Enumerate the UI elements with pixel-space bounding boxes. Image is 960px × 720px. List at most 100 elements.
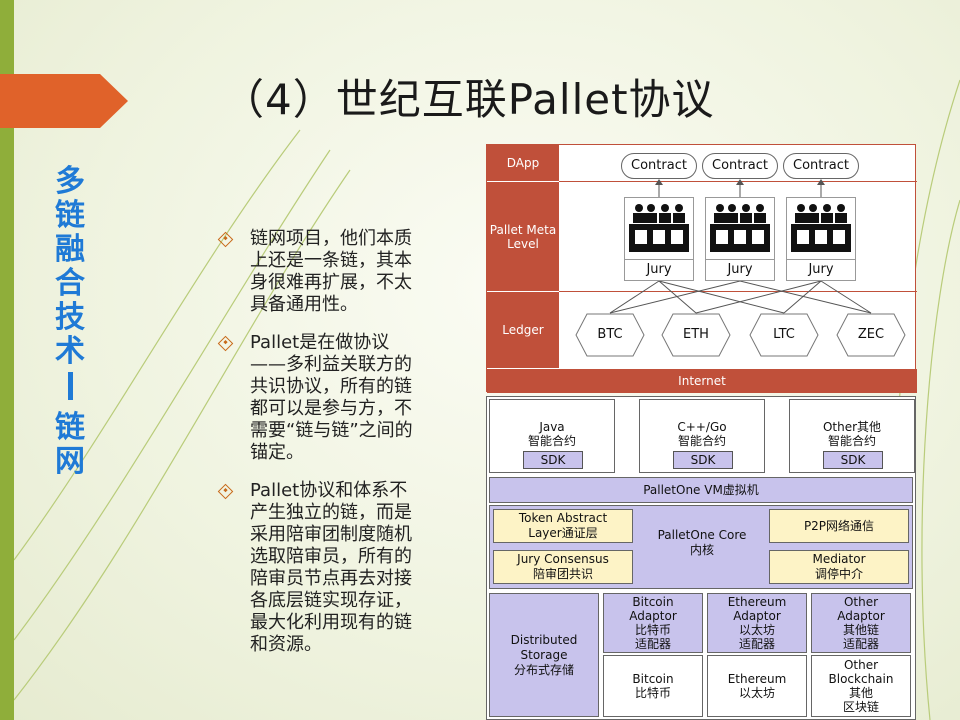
chain-box: Bitcoin 比特币 xyxy=(603,655,703,717)
ledger-label: BTC xyxy=(597,327,623,342)
diamond-bullet-icon xyxy=(217,483,234,500)
chain-box: Other Blockchain 其他 区块链 xyxy=(811,655,911,717)
language-sub: 智能合约 xyxy=(677,434,726,448)
adaptor-name: Other xyxy=(843,595,879,609)
diamond-bullet-icon xyxy=(217,335,234,352)
adaptor-box: Bitcoin Adaptor 比特币 适配器 xyxy=(603,593,703,653)
ledger-label: ZEC xyxy=(857,327,885,342)
adaptor-column-bitcoin: Bitcoin Adaptor 比特币 适配器 Bitcoin 比特币 xyxy=(603,593,703,717)
diamond-bullet-icon xyxy=(217,231,234,248)
ledger-node-ltc: LTC xyxy=(749,313,819,357)
module-p2p: P2P网络通信 xyxy=(769,509,909,543)
adaptor-sub-2: 适配器 xyxy=(738,637,775,651)
jury-panel-icon xyxy=(629,204,689,252)
chain-name: Other xyxy=(843,658,879,672)
side-label-part2: 链网 xyxy=(55,410,85,479)
core-sub: 内核 xyxy=(689,543,714,557)
chain-box: Ethereum 以太坊 xyxy=(707,655,807,717)
module-mediator: Mediator 调停中介 xyxy=(769,550,909,584)
contract-node: Contract xyxy=(621,153,697,179)
architecture-diagram: DApp Pallet Meta Level Ledger xyxy=(486,144,917,720)
sdk-box: SDK xyxy=(823,451,883,469)
module-name: Token Abstract xyxy=(518,511,608,525)
jury-node: Jury xyxy=(624,197,694,281)
bullet-item: Pallet协议和体系不产生独立的链，而是采用陪审团制度随机选取陪审员，所有的陪… xyxy=(212,480,417,656)
adaptor-name: Ethereum xyxy=(727,595,787,609)
adaptor-box: Other Adaptor 其他链 适配器 xyxy=(811,593,911,653)
chain-name: Bitcoin xyxy=(632,672,674,686)
row-label-ledger: Ledger xyxy=(487,292,559,368)
language-name: Java xyxy=(539,420,565,434)
connection-lines xyxy=(609,179,872,314)
chain-sub: 以太坊 xyxy=(738,686,775,700)
language-sub: 智能合约 xyxy=(527,434,576,448)
jury-label: Jury xyxy=(787,259,855,280)
palletone-stack: Java 智能合约 SDK C++/Go 智能合约 SDK Other其他 智能… xyxy=(486,396,916,720)
module-name: Mediator xyxy=(812,552,866,566)
storage-name: Distributed Storage xyxy=(510,632,578,662)
adaptor-sub: 其他链 xyxy=(842,623,879,637)
sdk-box: SDK xyxy=(523,451,583,469)
side-label: 多链融合技术 链网 xyxy=(50,165,90,479)
chain-sub-2: 区块链 xyxy=(842,700,879,714)
internet-bar: Internet xyxy=(487,369,917,393)
chain-sub: 比特币 xyxy=(634,686,671,700)
adaptor-box: Ethereum Adaptor 以太坊 适配器 xyxy=(707,593,807,653)
jury-panel-icon xyxy=(710,204,770,252)
sdk-box: SDK xyxy=(673,451,733,469)
language-block-java: Java 智能合约 SDK xyxy=(489,399,615,473)
module-sub: 调停中介 xyxy=(814,567,863,581)
row-divider xyxy=(559,181,917,182)
pallet-upper-layers: DApp Pallet Meta Level Ledger xyxy=(486,144,917,393)
module-name: Jury Consensus xyxy=(517,552,609,566)
side-label-separator xyxy=(67,372,73,400)
row-label-meta: Pallet Meta Level xyxy=(487,182,559,291)
adaptor-name: Bitcoin xyxy=(632,595,674,609)
module-name: P2P网络通信 xyxy=(803,518,875,533)
adaptor-name-2: Adaptor xyxy=(629,609,677,623)
jury-label: Jury xyxy=(625,259,693,280)
core-layer: PalletOne Core 内核 Token Abstract Layer通证… xyxy=(489,505,913,589)
adaptor-sub: 比特币 xyxy=(634,623,671,637)
jury-node: Jury xyxy=(705,197,775,281)
module-token-layer: Token Abstract Layer通证层 xyxy=(493,509,633,543)
adaptor-column-other: Other Adaptor 其他链 适配器 Other Blockchain 其… xyxy=(811,593,911,717)
ledger-label: LTC xyxy=(773,327,795,342)
ledger-label: ETH xyxy=(683,327,709,342)
language-block-cpp-go: C++/Go 智能合约 SDK xyxy=(639,399,765,473)
language-sub: 智能合约 xyxy=(827,434,876,448)
core-name: PalletOne Core xyxy=(657,528,747,542)
contract-node: Contract xyxy=(702,153,778,179)
bullet-text: 链网项目，他们本质上还是一条链，其本身很难再扩展，不太具备通用性。 xyxy=(250,228,412,315)
vm-layer: PalletOne VM虚拟机 xyxy=(489,477,913,503)
module-sub: 陪审团共识 xyxy=(532,567,593,581)
language-name: Other其他 xyxy=(822,420,882,434)
ledger-node-zec: ZEC xyxy=(836,313,906,357)
row-divider xyxy=(559,291,917,292)
adaptor-sub-2: 适配器 xyxy=(634,637,671,651)
chain-name: Ethereum xyxy=(727,672,787,686)
ledger-node-eth: ETH xyxy=(661,313,731,357)
bullet-item: Pallet是在做协议——多利益关联方的共识协议，所有的链都可以是参与方，不需要… xyxy=(212,332,417,464)
storage-sub: 分布式存储 xyxy=(513,662,574,677)
chain-sub: 其他 xyxy=(848,686,873,700)
left-accent-bar xyxy=(0,0,14,720)
language-name: C++/Go xyxy=(677,420,727,434)
jury-node: Jury xyxy=(786,197,856,281)
side-label-part1: 多链融合技术 xyxy=(55,164,85,369)
bullet-item: 链网项目，他们本质上还是一条链，其本身很难再扩展，不太具备通用性。 xyxy=(212,228,417,316)
adaptor-column-ethereum: Ethereum Adaptor 以太坊 适配器 Ethereum 以太坊 xyxy=(707,593,807,717)
slide-title: （4）世纪互联Pallet协议 xyxy=(222,75,715,124)
adaptor-sub-2: 适配器 xyxy=(842,637,879,651)
bullet-text: Pallet是在做协议——多利益关联方的共识协议，所有的链都可以是参与方，不需要… xyxy=(250,332,413,463)
module-jury-consensus: Jury Consensus 陪审团共识 xyxy=(493,550,633,584)
chain-name-2: Blockchain xyxy=(828,672,894,686)
adaptor-name-2: Adaptor xyxy=(733,609,781,623)
row-label-dapp: DApp xyxy=(487,145,559,181)
adaptor-sub: 以太坊 xyxy=(738,623,775,637)
module-sub: Layer通证层 xyxy=(528,526,598,540)
jury-label: Jury xyxy=(706,259,774,280)
jury-panel-icon xyxy=(791,204,851,252)
title-arrow-tab xyxy=(0,74,128,128)
adaptor-name-2: Adaptor xyxy=(837,609,885,623)
